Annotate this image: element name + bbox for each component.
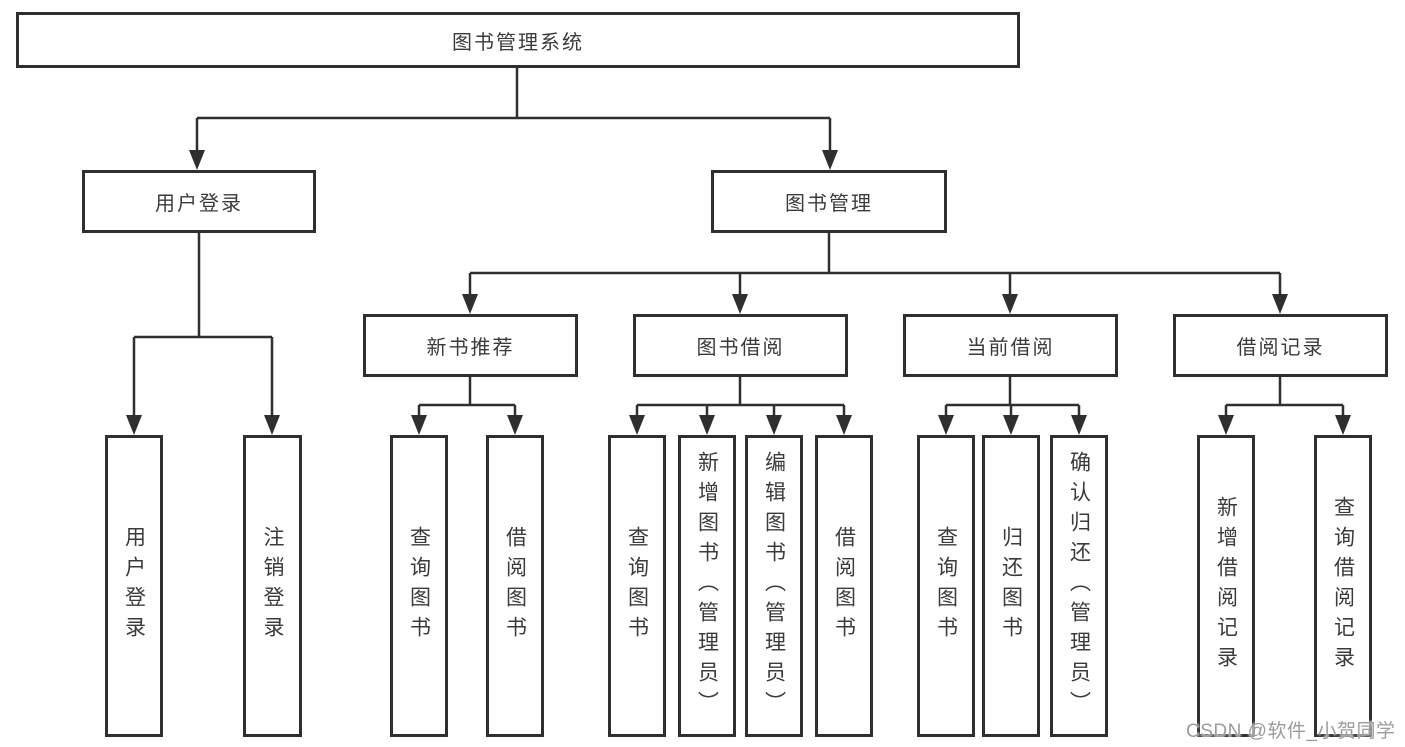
leaf-query-borrow-records: 查询借阅记录 <box>1314 435 1372 737</box>
leaf-borrow-books-label: 借阅图书 <box>832 526 856 646</box>
leaf-confirm-return-admin-label: 确认归还（管理员） <box>1067 451 1091 721</box>
leaf-return-books-label: 归还图书 <box>999 526 1023 646</box>
leaf-logout: 注销登录 <box>243 435 302 737</box>
leaf-query-borrow-records-label: 查询借阅记录 <box>1331 496 1355 676</box>
leaf-add-books-admin: 新增图书（管理员） <box>678 435 736 737</box>
leaf-borrow-books: 借阅图书 <box>815 435 873 737</box>
connector-book-mgmt-to-level3 <box>462 233 1288 314</box>
leaf-newbook-query-books-label: 查询图书 <box>407 526 431 646</box>
leaf-logout-label: 注销登录 <box>261 526 284 646</box>
leaf-newbook-borrow-books: 借阅图书 <box>486 435 544 737</box>
node-new-book-recommend: 新书推荐 <box>363 314 578 377</box>
leaf-borrow-query-books-label: 查询图书 <box>625 526 649 646</box>
node-current-borrow-label: 当前借阅 <box>966 337 1055 359</box>
node-book-management-label: 图书管理 <box>785 193 873 215</box>
node-current-borrow: 当前借阅 <box>903 314 1118 377</box>
leaf-newbook-query-books: 查询图书 <box>390 435 448 737</box>
connector-current-borrow-to-leaves <box>938 377 1087 435</box>
node-borrow-records-label: 借阅记录 <box>1236 337 1325 359</box>
node-borrow-records: 借阅记录 <box>1173 314 1388 377</box>
node-new-book-recommend-label: 新书推荐 <box>426 337 515 359</box>
node-book-borrow-label: 图书借阅 <box>696 337 785 359</box>
node-user-login-label: 用户登录 <box>155 193 243 215</box>
leaf-add-books-admin-label: 新增图书（管理员） <box>695 451 719 721</box>
leaf-add-borrow-record-label: 新增借阅记录 <box>1214 496 1238 676</box>
leaf-return-books: 归还图书 <box>982 435 1040 737</box>
connector-borrow-records-to-leaves <box>1218 377 1351 435</box>
node-book-management: 图书管理 <box>711 170 947 233</box>
leaf-newbook-borrow-books-label: 借阅图书 <box>503 526 527 646</box>
leaf-user-login-label: 用户登录 <box>122 526 146 646</box>
connector-book-borrow-to-leaves <box>629 377 852 435</box>
leaf-user-login: 用户登录 <box>105 435 163 737</box>
node-book-borrow: 图书借阅 <box>633 314 848 377</box>
leaf-current-query-books: 查询图书 <box>917 435 975 737</box>
leaf-confirm-return-admin: 确认归还（管理员） <box>1050 435 1108 737</box>
node-root-system-label: 图书管理系统 <box>452 31 584 54</box>
leaf-add-borrow-record: 新增借阅记录 <box>1197 435 1255 737</box>
node-root-system: 图书管理系统 <box>16 12 1020 68</box>
leaf-borrow-query-books: 查询图书 <box>608 435 666 737</box>
connector-user-login-to-leaves <box>126 233 280 435</box>
node-user-login: 用户登录 <box>82 170 316 233</box>
leaf-current-query-books-label: 查询图书 <box>934 526 958 646</box>
leaf-edit-books-admin: 编辑图书（管理员） <box>745 435 803 737</box>
csdn-watermark: CSDN @软件_小贺同学 <box>1186 721 1396 742</box>
leaf-edit-books-admin-label: 编辑图书（管理员） <box>762 451 786 721</box>
connector-new-book-to-leaves <box>411 377 523 435</box>
